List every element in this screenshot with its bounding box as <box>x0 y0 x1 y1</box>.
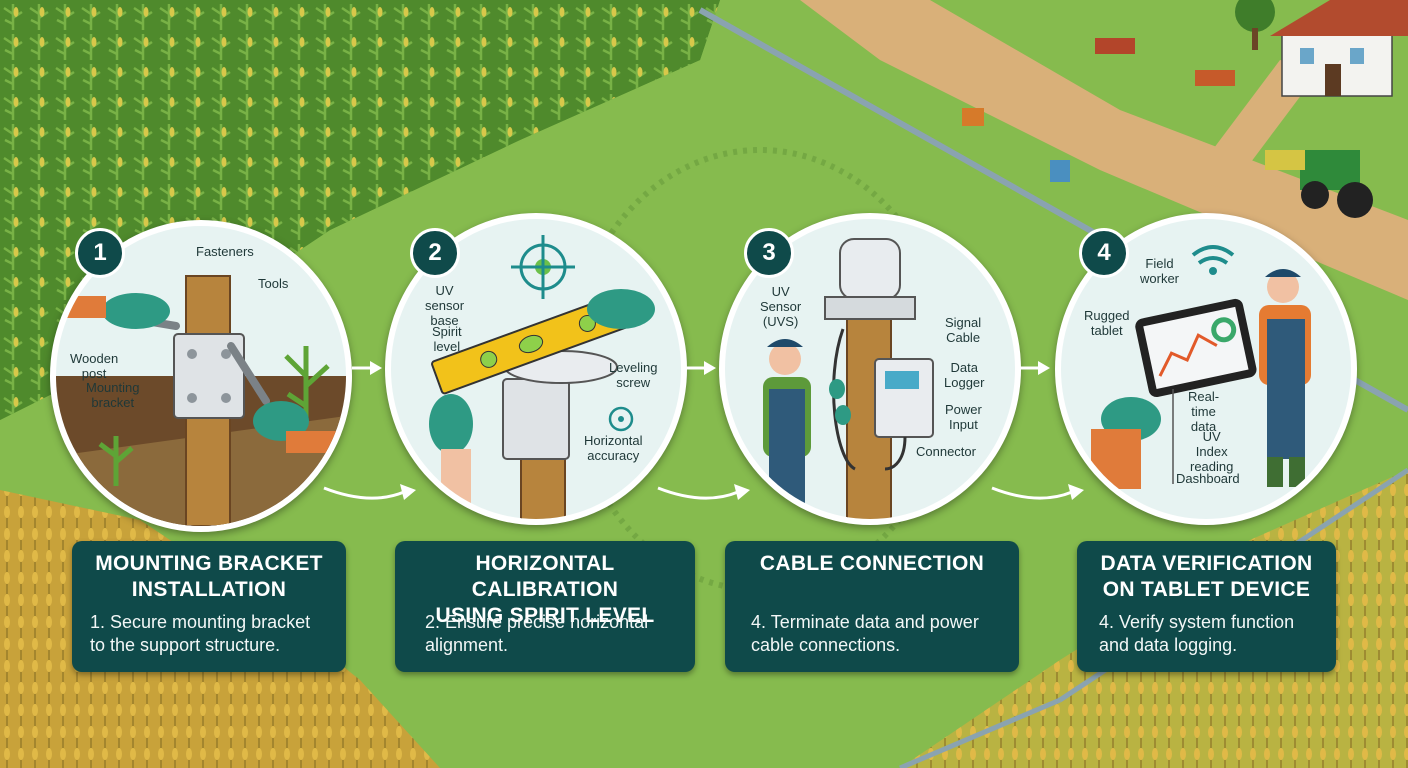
step-4-title: DATA VERIFICATION ON TABLET DEVICE <box>1100 552 1313 601</box>
label-data-logger: Data Logger <box>944 360 985 390</box>
worker-icon <box>763 339 811 509</box>
curved-arrow-icon <box>323 484 416 500</box>
pliers-icon <box>227 342 270 405</box>
arrow-right-icon <box>352 361 382 375</box>
step-2-card: HORIZONTAL CALIBRATION USING SPIRIT LEVE… <box>395 541 695 672</box>
label-uv-sensor: UV Sensor (UVS) <box>760 284 802 329</box>
label-leveling-screw: Leveling screw <box>609 360 658 390</box>
label-spirit-level: Spirit level <box>432 324 462 354</box>
label-field-worker: Field worker <box>1140 256 1180 286</box>
label-connector: Connector <box>916 444 976 459</box>
step-1-card: MOUNTING BRACKET INSTALLATION 1. Secure … <box>72 541 346 672</box>
label-rugged-tablet: Rugged tablet <box>1084 308 1130 338</box>
label-wooden-post: Wooden post <box>70 351 119 381</box>
label-tools: Tools <box>258 276 289 291</box>
step-2-title: HORIZONTAL CALIBRATION USING SPIRIT LEVE… <box>435 552 655 627</box>
curved-arrow-icon <box>991 484 1084 500</box>
corn-plant-icon <box>98 346 330 486</box>
target-icon <box>511 235 575 299</box>
gloved-hand-icon <box>587 289 655 329</box>
tablet-verification-scene <box>1091 245 1311 489</box>
spirit-level-scene <box>429 235 655 519</box>
step-3-card: CABLE CONNECTION 4. Terminate data and p… <box>725 541 1019 672</box>
step-1-description: 1. Secure mounting bracket to the suppor… <box>90 612 311 655</box>
label-uv-sensor-base: UV sensor base <box>425 283 465 328</box>
step-1-illustration <box>50 220 352 532</box>
worker-icon <box>1259 269 1311 487</box>
arrow-right-icon <box>686 361 716 375</box>
data-logger-icon <box>874 358 934 438</box>
label-dashboard: Dashboard <box>1176 471 1240 486</box>
mounting-bracket <box>502 378 570 460</box>
step-2-badge: 2 <box>410 228 460 278</box>
post-bracket-scene <box>56 275 346 526</box>
label-signal-cable: Signal Cable <box>945 315 982 345</box>
step-3-badge: 3 <box>744 228 794 278</box>
step-1-badge: 1 <box>75 228 125 278</box>
label-uv-index-reading: UV Index reading <box>1190 429 1234 474</box>
rugged-tablet-icon <box>1135 298 1257 398</box>
dashboard-screen <box>1143 306 1249 390</box>
arrow-right-icon <box>1020 361 1050 375</box>
step-4-illustration <box>1055 213 1357 525</box>
signal-cable <box>832 328 856 471</box>
label-power-input: Power Input <box>945 402 982 432</box>
step-4-badge: 4 <box>1079 228 1129 278</box>
curved-arrow-icon <box>657 484 750 500</box>
step-3-description: 4. Terminate data and power cable connec… <box>751 612 979 655</box>
cable-connection-scene <box>763 238 934 519</box>
label-mounting-bracket: Mounting bracket <box>86 380 140 410</box>
step-1-title: MOUNTING BRACKET INSTALLATION <box>95 552 323 601</box>
step-2-description: 2. Ensure precise horizontal alignment. <box>425 612 649 655</box>
step-4-card: DATA VERIFICATION ON TABLET DEVICE 4. Ve… <box>1077 541 1336 672</box>
label-fasteners: Fasteners <box>196 244 254 259</box>
label-horizontal-accuracy: Horizontal accuracy <box>584 433 643 463</box>
step-4-description: 4. Verify system function and data loggi… <box>1099 612 1295 655</box>
step-3-title: CABLE CONNECTION <box>759 552 985 575</box>
spirit-level-icon <box>431 293 631 395</box>
label-real-time-data: Real-time data <box>1188 389 1220 434</box>
wifi-icon <box>1191 245 1235 275</box>
gloved-hand-icon <box>102 293 170 329</box>
crosshair-icon <box>608 406 634 432</box>
uv-sensor-icon <box>824 238 916 320</box>
